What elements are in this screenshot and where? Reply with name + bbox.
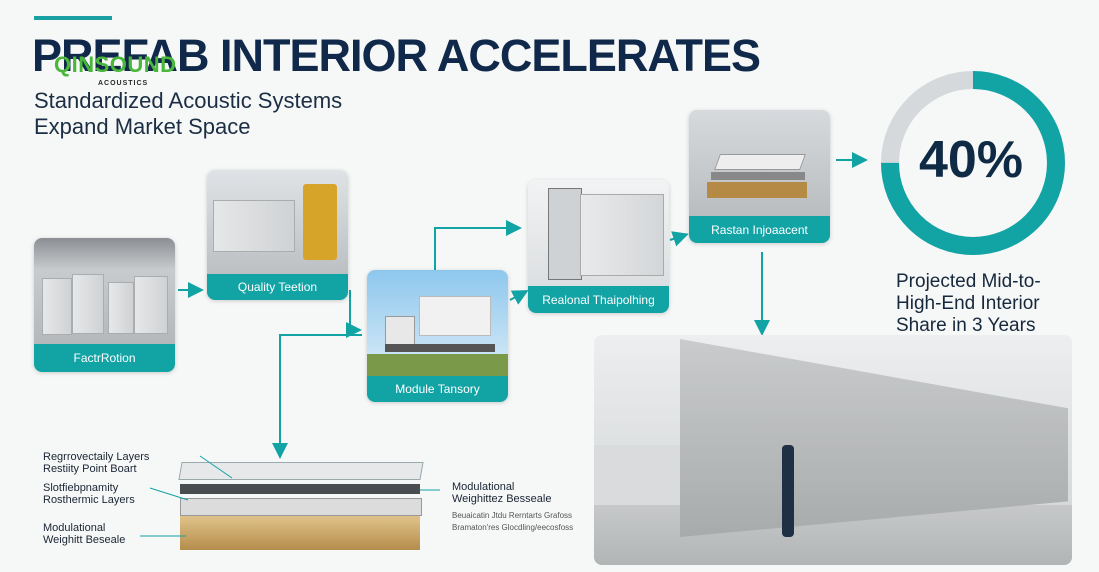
share-donut-chart bbox=[881, 71, 1065, 255]
layer-label-3: Modulational Weighitt Beseale bbox=[43, 522, 126, 546]
arrow-2 bbox=[346, 290, 362, 338]
logo-brand-text: QINSOUND bbox=[54, 52, 177, 77]
step-label-module: Module Tansory bbox=[367, 376, 508, 402]
step-card-regional[interactable]: Realonal Thaipolhing bbox=[528, 180, 669, 313]
stat-caption-line-1: Projected Mid-to- bbox=[896, 271, 1041, 292]
worker-figure bbox=[782, 445, 794, 537]
stat-value: 40% bbox=[918, 131, 1024, 189]
layer-label-1: Regrrovectaily Layers Restiity Point Boa… bbox=[43, 451, 150, 475]
install-image bbox=[689, 110, 830, 216]
installed-wall-image bbox=[594, 335, 1072, 565]
truck-icon bbox=[385, 316, 415, 346]
layer-label-2: Slotfiebpnamity Rosthermic Layers bbox=[43, 482, 135, 506]
donut-fill bbox=[881, 71, 1065, 255]
page-title: PREFAB INTERIOR ACCELERATES bbox=[32, 30, 761, 81]
step-card-quality[interactable]: Quality Teetion bbox=[207, 170, 348, 300]
stat-caption-line-3: Share in 3 Years bbox=[896, 315, 1036, 336]
subtitle: Standardized Acoustic Systems Expand Mar… bbox=[34, 88, 342, 140]
logo-sub-text: ACOUSTICS bbox=[98, 80, 149, 87]
step-card-install[interactable]: Rastan Injoaacent bbox=[689, 110, 830, 243]
quality-image bbox=[207, 170, 348, 274]
subtitle-line-1: Standardized Acoustic Systems bbox=[34, 88, 343, 113]
arrow-4 bbox=[434, 220, 522, 270]
forklift-icon bbox=[303, 184, 337, 260]
arrow-5 bbox=[669, 231, 689, 247]
step-label-quality: Quality Teetion bbox=[207, 274, 348, 300]
accent-bar bbox=[34, 16, 112, 20]
layer-label-right: Modulational Weighittez Besseale Beuaica… bbox=[452, 481, 574, 532]
step-label-install: Rastan Injoaacent bbox=[689, 216, 830, 243]
step-card-factory[interactable]: FactrRotion bbox=[34, 238, 175, 372]
arrow-8 bbox=[272, 334, 362, 459]
subtitle-line-2: Expand Market Space bbox=[34, 114, 251, 139]
factory-image bbox=[34, 238, 175, 344]
step-card-module[interactable]: Module Tansory bbox=[367, 270, 508, 402]
arrow-3 bbox=[509, 290, 529, 305]
step-label-factory: FactrRotion bbox=[34, 344, 175, 372]
step-label-regional: Realonal Thaipolhing bbox=[528, 286, 669, 313]
module-image bbox=[367, 270, 508, 376]
regional-image bbox=[528, 180, 669, 286]
layer-stack-image bbox=[178, 462, 424, 562]
stat-caption-line-2: High-End Interior bbox=[896, 293, 1040, 314]
brand-logo: QINSOUND ACOUSTICS bbox=[54, 52, 177, 87]
stat-caption: Projected Mid-to- High-End Interior Shar… bbox=[896, 271, 1076, 337]
